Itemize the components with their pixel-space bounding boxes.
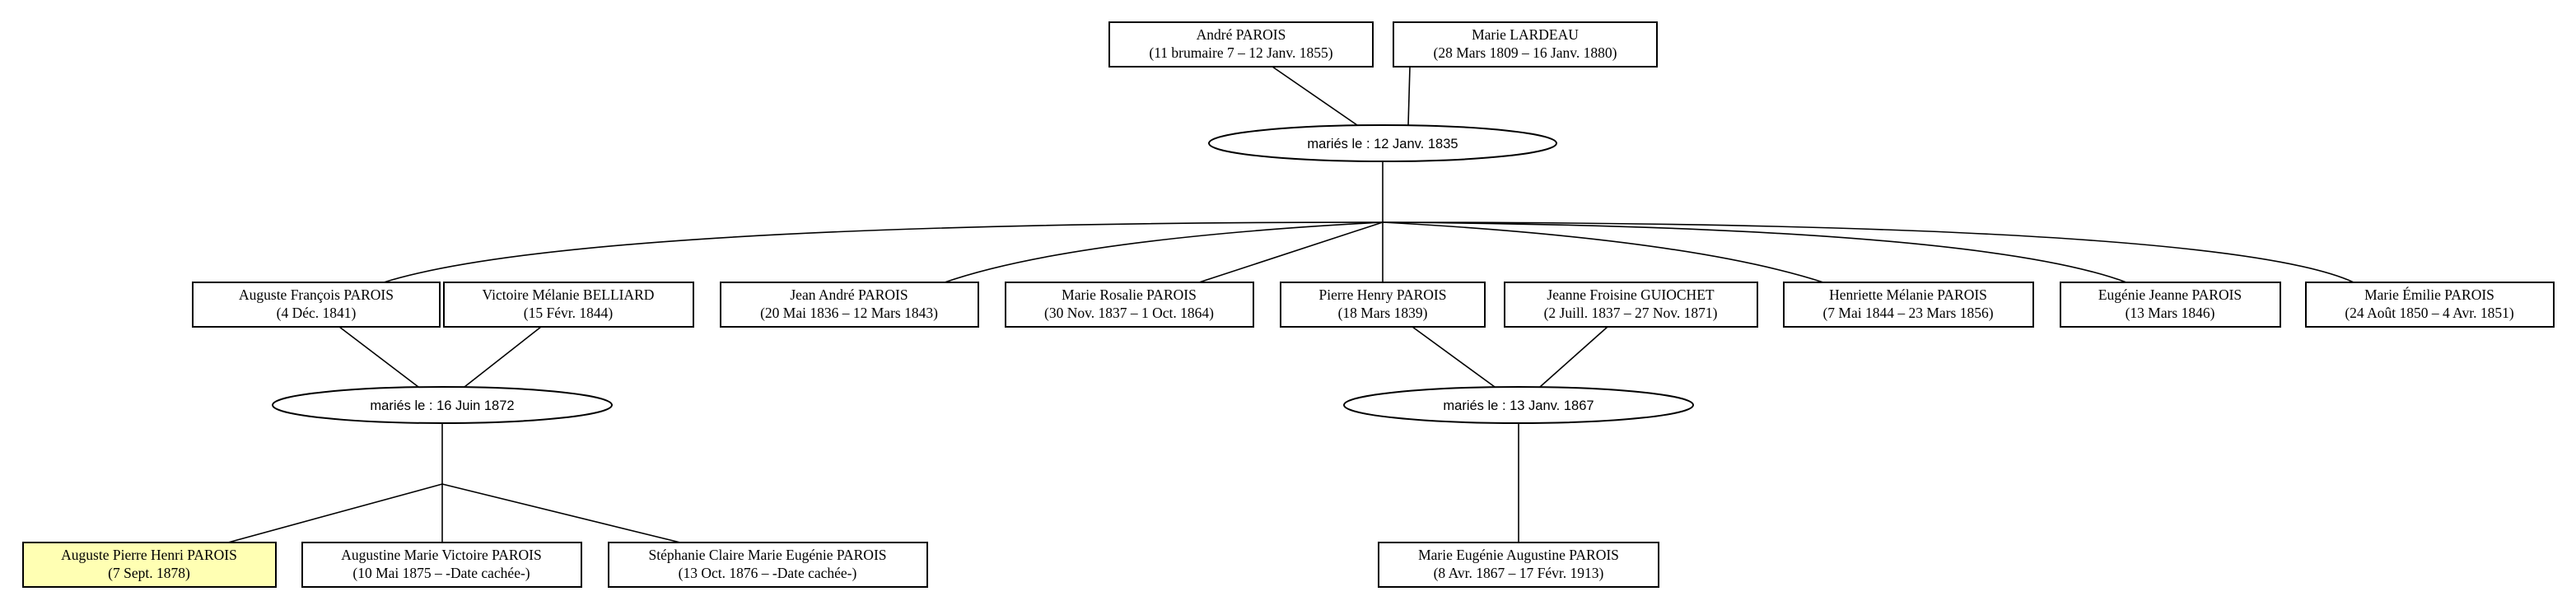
person-dates: (13 Mars 1846) — [2126, 305, 2215, 321]
person-box-augustine-marie-victoire-parois[interactable]: Augustine Marie Victoire PAROIS (10 Mai … — [301, 542, 582, 588]
edge-to-marie-rosalie — [1198, 221, 1384, 283]
union-label: mariés le : 13 Janv. 1867 — [1443, 398, 1594, 413]
person-dates: (24 Août 1850 – 4 Avr. 1851) — [2345, 305, 2513, 321]
edge-to-stephanie — [441, 483, 681, 543]
edge-victoire-union — [464, 326, 542, 388]
person-name: Pierre Henry PAROIS — [1319, 286, 1447, 303]
person-name: Augustine Marie Victoire PAROIS — [341, 547, 541, 563]
person-name: Stéphanie Claire Marie Eugénie PAROIS — [648, 547, 886, 563]
person-name: Marie LARDEAU — [1472, 26, 1579, 43]
union-node-1867: mariés le : 13 Janv. 1867 — [1343, 386, 1694, 424]
person-box-pierre-henry-parois[interactable]: Pierre Henry PAROIS (18 Mars 1839) — [1280, 282, 1486, 328]
person-dates: (13 Oct. 1876 – -Date cachée-) — [679, 565, 857, 581]
person-box-marie-lardeau[interactable]: Marie LARDEAU (28 Mars 1809 – 16 Janv. 1… — [1393, 21, 1658, 68]
person-dates: (11 brumaire 7 – 12 Janv. 1855) — [1149, 44, 1332, 61]
edge-to-henriette — [1382, 221, 1824, 283]
person-name: Marie Émilie PAROIS — [2364, 286, 2494, 303]
connector-lines — [227, 66, 2354, 543]
person-dates: (28 Mars 1809 – 16 Janv. 1880) — [1434, 44, 1617, 61]
edge-to-jean-andre — [944, 221, 1384, 283]
person-name: Victoire Mélanie BELLIARD — [483, 286, 655, 303]
person-name: Jean André PAROIS — [790, 286, 908, 303]
union-node-1835: mariés le : 12 Janv. 1835 — [1208, 124, 1557, 162]
edge-to-auguste-pierre — [227, 483, 443, 543]
edge-auguste-francois-union — [338, 326, 419, 388]
person-name: Auguste François PAROIS — [239, 286, 394, 303]
edge-to-eugenie-jeanne — [1382, 221, 2127, 283]
person-dates: (7 Sept. 1878) — [108, 565, 190, 581]
person-dates: (10 Mai 1875 – -Date cachée-) — [352, 565, 530, 581]
union-label: mariés le : 12 Janv. 1835 — [1307, 137, 1458, 151]
person-name: Marie Rosalie PAROIS — [1062, 286, 1197, 303]
person-box-jean-andre-parois[interactable]: Jean André PAROIS (20 Mai 1836 – 12 Mars… — [720, 282, 979, 328]
edge-to-auguste-francois — [383, 221, 1384, 283]
person-box-marie-emilie-parois[interactable]: Marie Émilie PAROIS (24 Août 1850 – 4 Av… — [2305, 282, 2555, 328]
person-name: Marie Eugénie Augustine PAROIS — [1418, 547, 1619, 563]
union-label: mariés le : 16 Juin 1872 — [370, 398, 514, 413]
person-box-marie-eugenie-augustine-parois[interactable]: Marie Eugénie Augustine PAROIS (8 Avr. 1… — [1378, 542, 1659, 588]
union-node-1872: mariés le : 16 Juin 1872 — [272, 386, 613, 424]
person-box-henriette-melanie-parois[interactable]: Henriette Mélanie PAROIS (7 Mai 1844 – 2… — [1783, 282, 2034, 328]
person-box-eugenie-jeanne-parois[interactable]: Eugénie Jeanne PAROIS (13 Mars 1846) — [2060, 282, 2281, 328]
person-dates: (20 Mai 1836 – 12 Mars 1843) — [760, 305, 938, 321]
person-dates: (15 Févr. 1844) — [524, 305, 614, 321]
person-dates: (18 Mars 1839) — [1338, 305, 1428, 321]
person-box-victoire-melanie-belliard[interactable]: Victoire Mélanie BELLIARD (15 Févr. 1844… — [443, 282, 694, 328]
person-name: André PAROIS — [1197, 26, 1286, 43]
person-dates: (2 Juill. 1837 – 27 Nov. 1871) — [1544, 305, 1718, 321]
person-name: Eugénie Jeanne PAROIS — [2098, 286, 2242, 303]
person-name: Henriette Mélanie PAROIS — [1829, 286, 1987, 303]
edge-lardeau-union — [1407, 66, 1411, 126]
person-dates: (4 Déc. 1841) — [277, 305, 357, 321]
edge-to-marie-emilie — [1382, 221, 2354, 283]
person-box-jeanne-froisine-guiochet[interactable]: Jeanne Froisine GUIOCHET (2 Juill. 1837 … — [1504, 282, 1758, 328]
edge-pierre-henry-union — [1412, 326, 1496, 388]
edge-jeanne-union — [1539, 326, 1608, 388]
person-dates: (7 Mai 1844 – 23 Mars 1856) — [1822, 305, 1993, 321]
person-box-auguste-francois-parois[interactable]: Auguste François PAROIS (4 Déc. 1841) — [192, 282, 441, 328]
edge-andre-union — [1272, 66, 1358, 126]
person-box-stephanie-claire-marie-eugenie-parois[interactable]: Stéphanie Claire Marie Eugénie PAROIS (1… — [608, 542, 928, 588]
person-box-andre-parois[interactable]: André PAROIS (11 brumaire 7 – 12 Janv. 1… — [1108, 21, 1374, 68]
person-dates: (30 Nov. 1837 – 1 Oct. 1864) — [1044, 305, 1214, 321]
person-box-auguste-pierre-henri-parois[interactable]: Auguste Pierre Henri PAROIS (7 Sept. 187… — [22, 542, 277, 588]
person-dates: (8 Avr. 1867 – 17 Févr. 1913) — [1434, 565, 1604, 581]
person-name: Jeanne Froisine GUIOCHET — [1547, 286, 1714, 303]
person-box-marie-rosalie-parois[interactable]: Marie Rosalie PAROIS (30 Nov. 1837 – 1 O… — [1005, 282, 1254, 328]
person-name: Auguste Pierre Henri PAROIS — [61, 547, 237, 563]
